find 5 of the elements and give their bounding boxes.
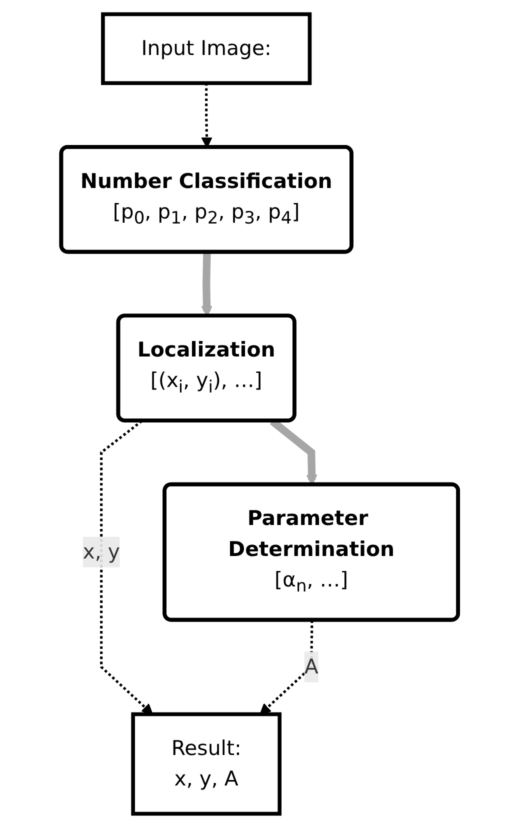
edge-label: x, y xyxy=(83,539,120,564)
node-box: Input Image: xyxy=(101,12,312,86)
edge-label: A xyxy=(304,654,319,678)
node-box: Result: x, y, A xyxy=(132,712,282,816)
arrow xyxy=(100,420,154,715)
